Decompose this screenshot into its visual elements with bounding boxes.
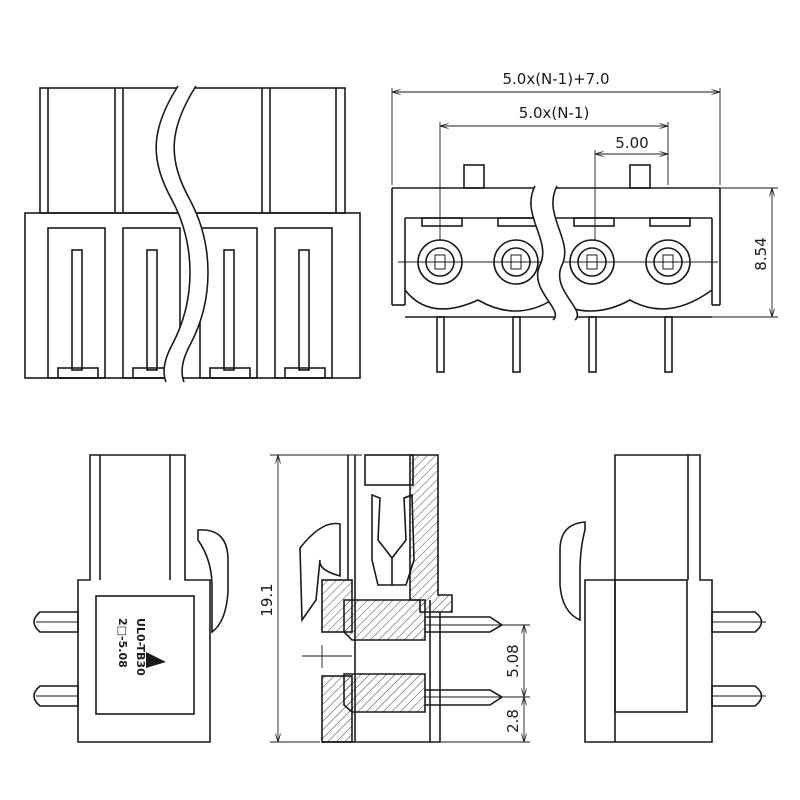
overall-width-label: 5.0x(N-1)+7.0 [502, 70, 609, 88]
cross-section-view [299, 454, 504, 743]
front-view [391, 164, 721, 373]
dimension-pitch: 5.00 [594, 134, 669, 240]
height-label: 8.54 [752, 237, 770, 270]
pitch-label: 5.00 [615, 134, 648, 152]
right-side-view [559, 454, 766, 743]
pitch-span-label: 5.0x(N-1) [519, 104, 590, 122]
dimension-pin-spacing: 5.08 [500, 624, 530, 698]
dimension-pitch-span: 5.0x(N-1) [439, 104, 669, 240]
marking-line2: 2□-5.08 [116, 618, 129, 668]
marking-line1: UL0-TB30 [134, 618, 147, 676]
pin-spacing-label: 5.08 [504, 644, 522, 677]
dimension-pin-offset: 2.8 [440, 697, 530, 743]
top-view-slot-1 [47, 227, 106, 379]
top-view-slot-4 [274, 227, 333, 379]
top-view-slot-3 [199, 227, 258, 379]
dimension-height: 8.54 [712, 187, 778, 318]
top-view-slot-2 [122, 227, 181, 379]
dimension-overall-width: 5.0x(N-1)+7.0 [391, 70, 721, 185]
dimension-side-height: 19.1 [258, 454, 362, 743]
side-height-label: 19.1 [258, 583, 276, 616]
brand-logo [146, 652, 166, 668]
left-side-view: UL0-TB30 2□-5.08 [33, 454, 229, 743]
pin-offset-label: 2.8 [504, 709, 522, 733]
top-view [24, 85, 361, 383]
